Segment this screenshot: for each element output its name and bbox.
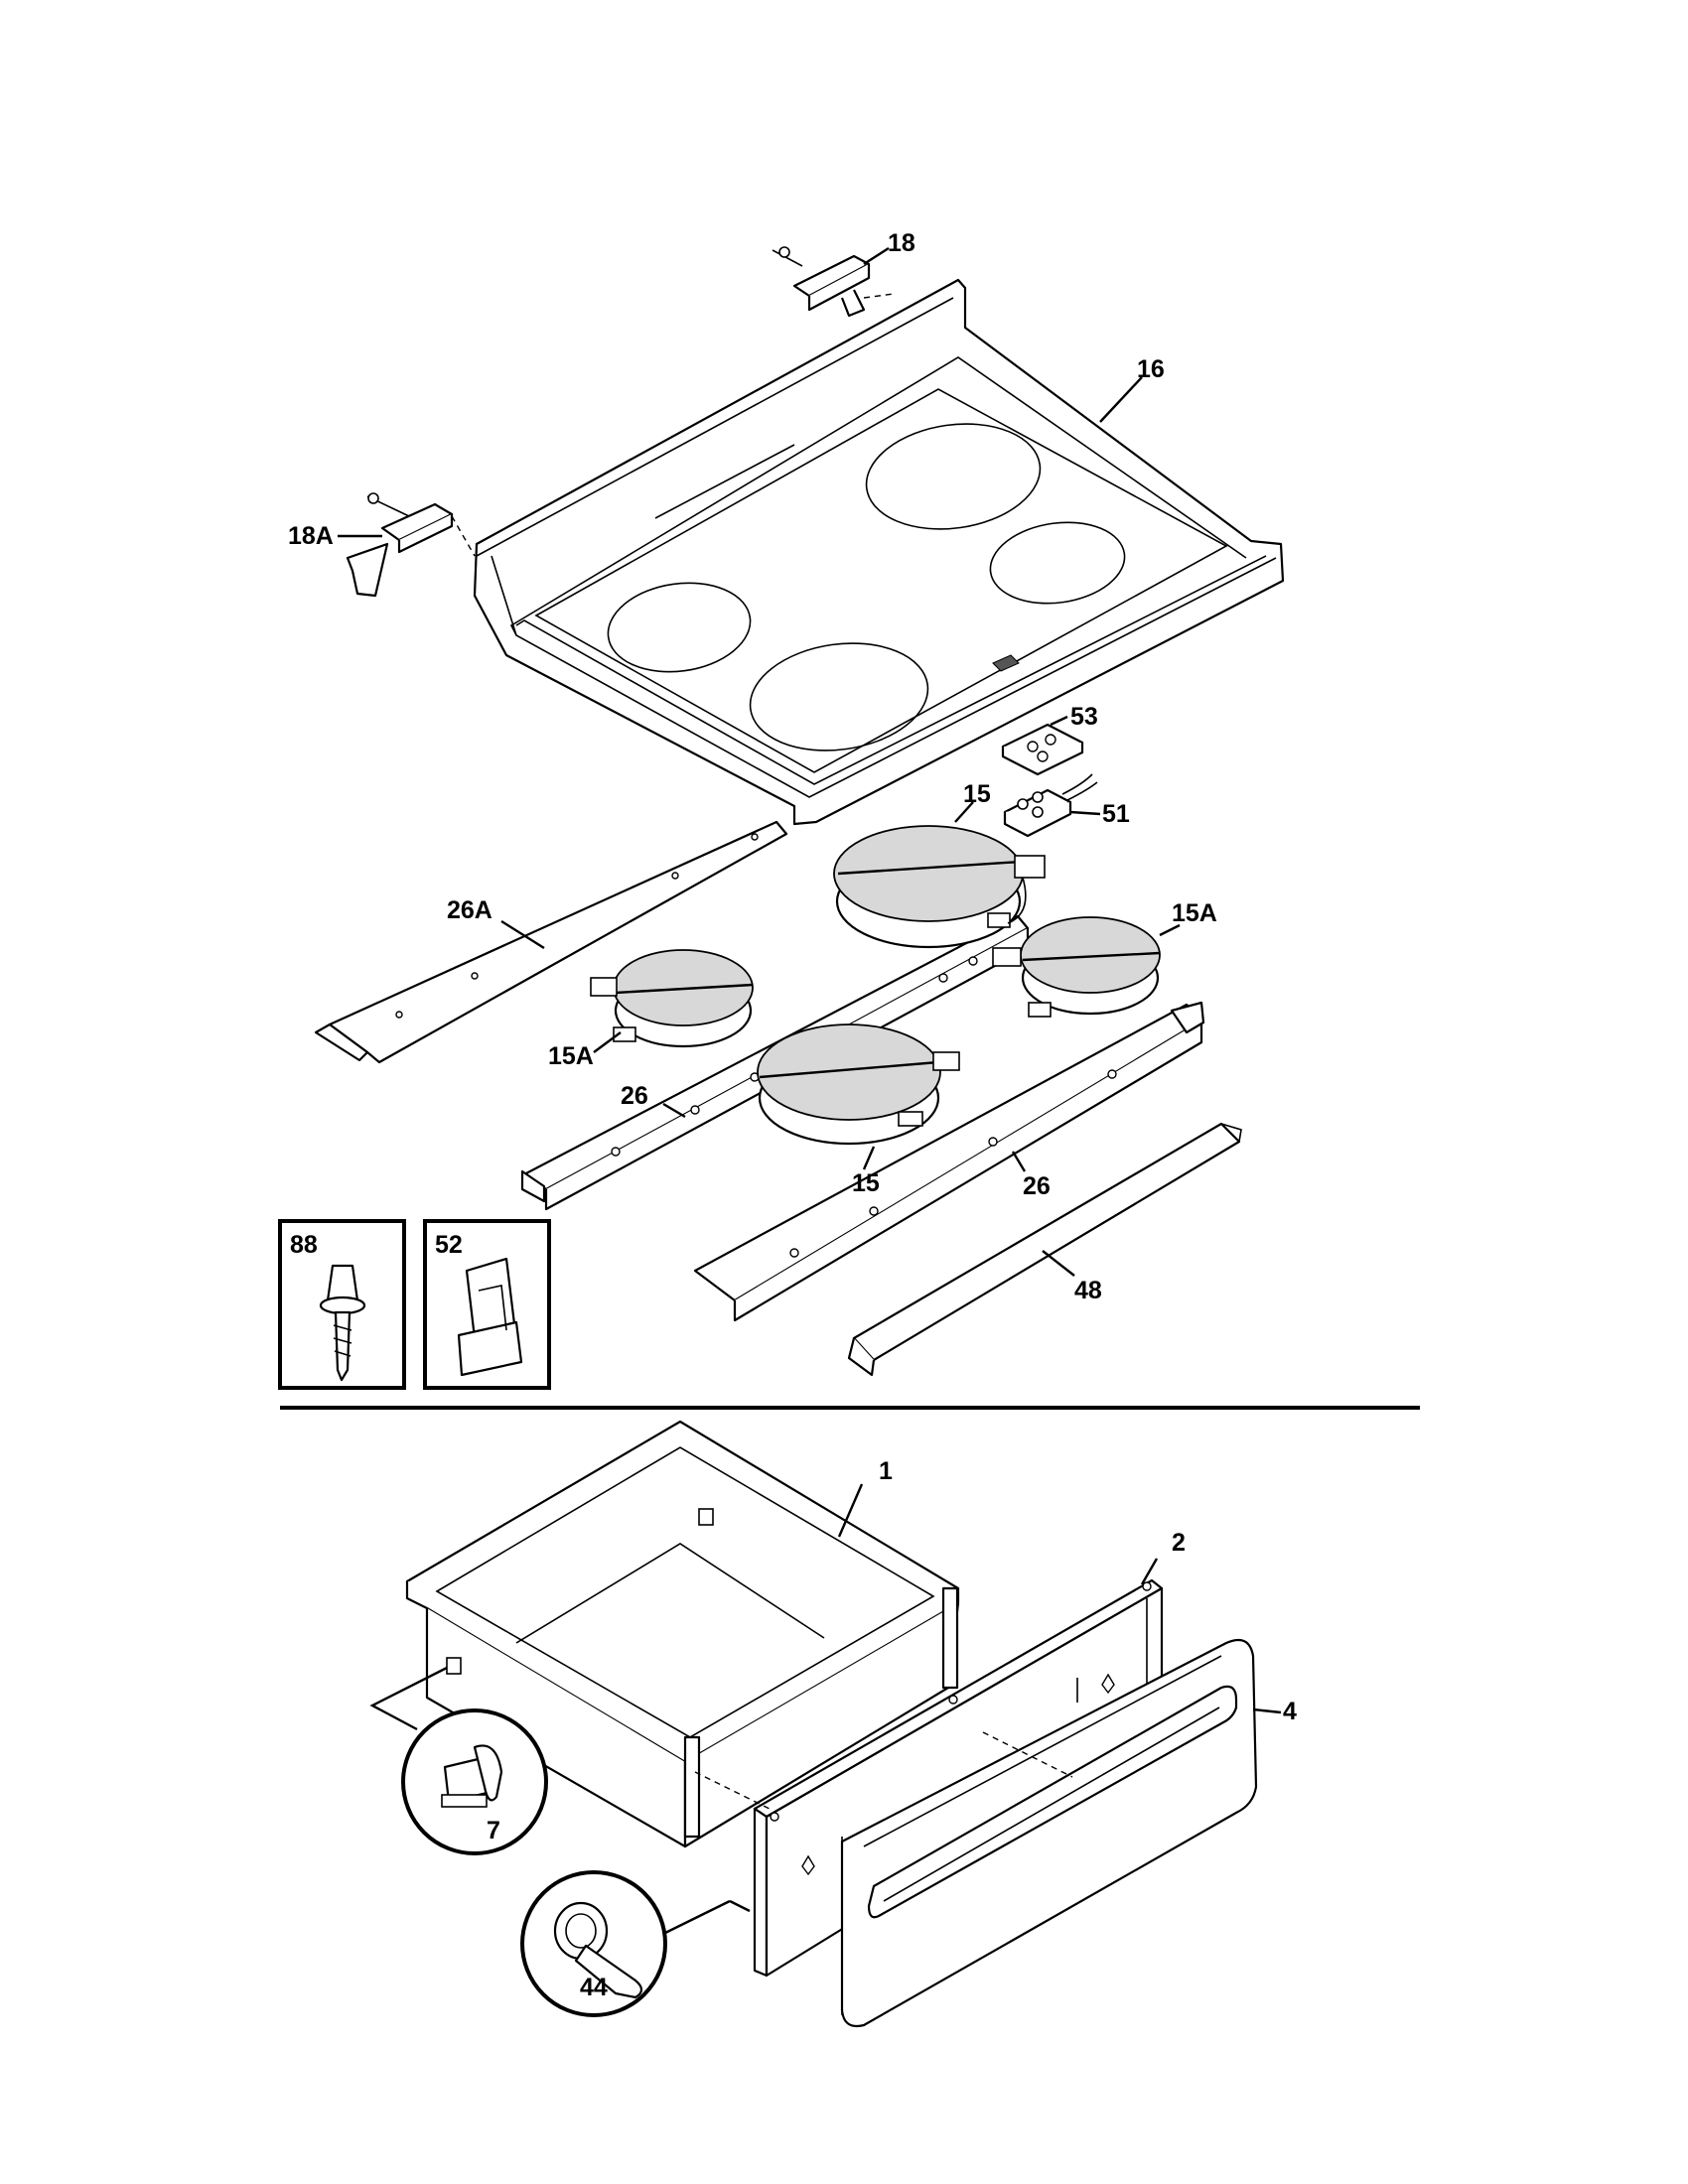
callout-15A-right: 15A: [1172, 899, 1217, 927]
radiant-element-15A-left: [590, 949, 754, 1048]
burner-ring-right-rear: [865, 423, 1042, 530]
callout-2: 2: [1172, 1529, 1186, 1557]
detail-7-glide: [401, 1708, 548, 1855]
detail-44-roller: [520, 1870, 667, 2017]
callout-53: 53: [1070, 703, 1098, 731]
cooktop-glass-top: [473, 278, 1285, 826]
callout-18A: 18A: [288, 522, 334, 550]
inset-88-screw: [278, 1219, 406, 1390]
callout-26A: 26A: [447, 896, 492, 924]
radiant-element-15A-right: [992, 916, 1161, 1018]
burner-ring-left-rear: [607, 582, 752, 673]
callout-48: 48: [1074, 1277, 1102, 1304]
hot-surface-indicator: [992, 654, 1020, 672]
rear-trim-48: [847, 1122, 1242, 1377]
hinge-bracket-18A: [346, 492, 454, 598]
storage-drawer-1: [405, 1420, 960, 1848]
callout-15-top: 15: [963, 780, 991, 808]
callout-26-left: 26: [621, 1082, 648, 1110]
callout-15A-left: 15A: [548, 1042, 594, 1070]
callout-44: 44: [580, 1974, 608, 2001]
callout-18: 18: [888, 229, 915, 257]
callout-16: 16: [1137, 355, 1165, 383]
hinge-bracket-18: [772, 246, 871, 318]
callout-88: 88: [290, 1231, 318, 1259]
burner-support-26A: [314, 820, 788, 1064]
burner-ring-left-front: [749, 642, 929, 751]
drawer-front-4: [840, 1638, 1258, 2028]
callout-7: 7: [487, 1817, 500, 1844]
callout-51: 51: [1102, 800, 1130, 828]
inset-52-clip: [423, 1219, 551, 1390]
terminal-block-cover-53: [1001, 723, 1084, 776]
terminal-block-51: [1003, 773, 1098, 838]
callout-52: 52: [435, 1231, 463, 1259]
callout-15-bottom: 15: [852, 1169, 880, 1197]
radiant-element-15-top: [833, 825, 1046, 949]
callout-4: 4: [1283, 1698, 1297, 1725]
radiant-element-15-bottom: [757, 1024, 960, 1146]
callout-1: 1: [879, 1457, 893, 1485]
burner-support-26-right: [693, 1001, 1205, 1322]
callout-26-right: 26: [1023, 1172, 1051, 1200]
burner-ring-right-front: [989, 521, 1126, 605]
